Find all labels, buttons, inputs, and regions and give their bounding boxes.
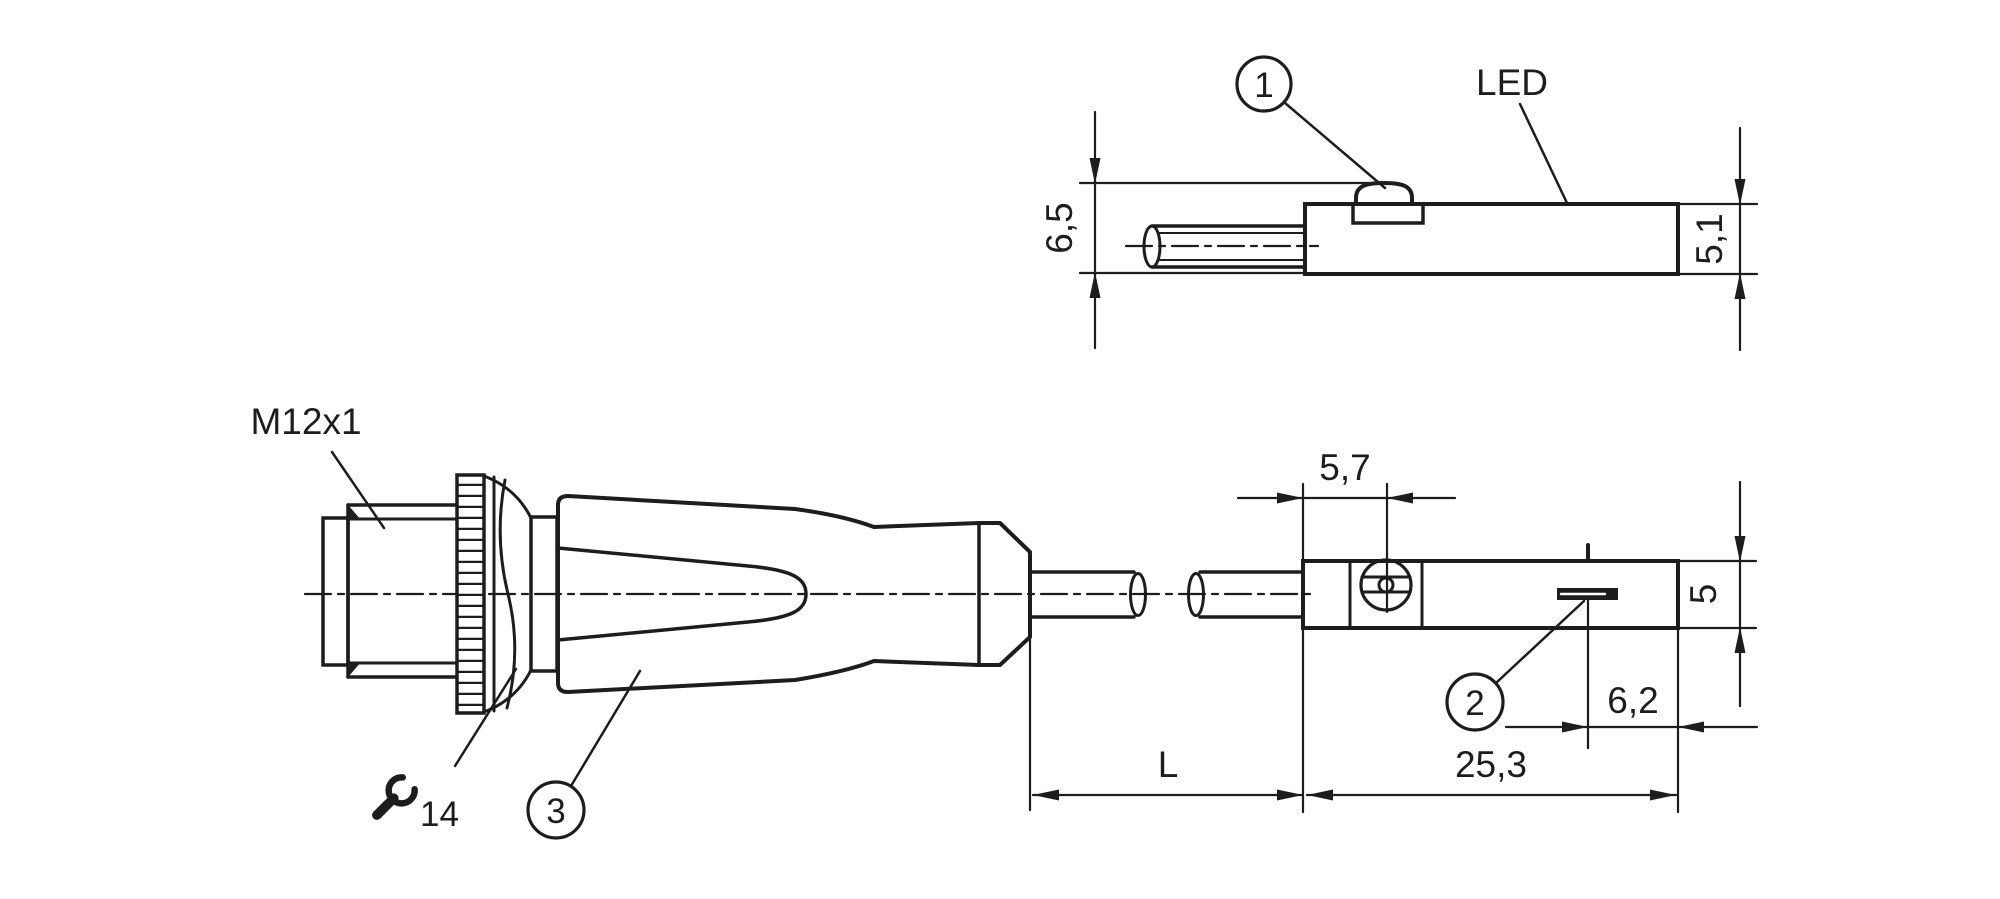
dim-label-end-height: 5,1 [1689, 213, 1730, 264]
dim-body-height: 5 [1676, 480, 1758, 708]
wrench-size-label: 14 [420, 795, 459, 834]
leader-line [1518, 102, 1569, 205]
cable-break [1187, 572, 1205, 617]
callout-2-number: 2 [1465, 684, 1484, 723]
leader-line [330, 450, 386, 530]
wrench-size-group: 14 [372, 667, 518, 834]
boot-outline [556, 494, 1032, 694]
leader-line [569, 669, 642, 788]
connector-nose [321, 516, 350, 667]
front-view-cable [1028, 570, 1305, 619]
led-label: LED [1476, 62, 1548, 103]
side-view-cable [1124, 224, 1320, 269]
dim-body-length: 25,3 [1305, 626, 1680, 814]
dim-label-slot-offset: 6,2 [1607, 680, 1658, 721]
dim-label-screw-offset: 5,7 [1319, 447, 1370, 488]
dim-label-cable-length: L [1158, 744, 1179, 785]
callout-slot: 2 [1445, 599, 1586, 732]
callout-2-badge [1445, 672, 1505, 732]
dim-screw-offset: 5,7 [1236, 447, 1457, 614]
leader-line [453, 667, 518, 768]
callout-1-number: 1 [1254, 66, 1273, 105]
led-label-group: LED [1476, 62, 1569, 205]
m12-connector [321, 473, 559, 715]
leader-line [1283, 101, 1387, 190]
thread-label-group: M12x1 [250, 401, 386, 530]
boot-tongue [556, 546, 808, 642]
callout-led: 1 [1235, 55, 1387, 190]
callout-3-badge [526, 780, 586, 840]
dim-label-body-length: 25,3 [1455, 744, 1527, 785]
dim-slot-offset: 6,2 [1504, 598, 1759, 750]
dim-cable-length: L [1028, 626, 1305, 814]
callout-grip: 3 [526, 669, 642, 840]
side-view: 6,5 5,1 1 LED [1039, 55, 1759, 352]
leader-line [1494, 599, 1586, 685]
front-view: 5,7 5 6,2 L [250, 401, 1759, 840]
led-base [1351, 202, 1425, 225]
side-view-body [1303, 180, 1680, 276]
dim-label-total-height: 6,5 [1039, 202, 1080, 253]
dim-total-height: 6,5 [1039, 110, 1388, 350]
dim-label-body-height: 5 [1683, 584, 1724, 605]
callout-3-number: 3 [546, 792, 565, 831]
callout-1-badge [1235, 55, 1293, 113]
wrench-icon [372, 774, 418, 820]
thread-label: M12x1 [250, 401, 361, 442]
dim-end-height: 5,1 [1676, 126, 1759, 352]
grip-boot [556, 494, 1032, 694]
nut-flange-curve [482, 474, 533, 520]
cable-break [1129, 572, 1147, 617]
sensor-body [1301, 543, 1680, 630]
knurled-nut [455, 473, 486, 715]
